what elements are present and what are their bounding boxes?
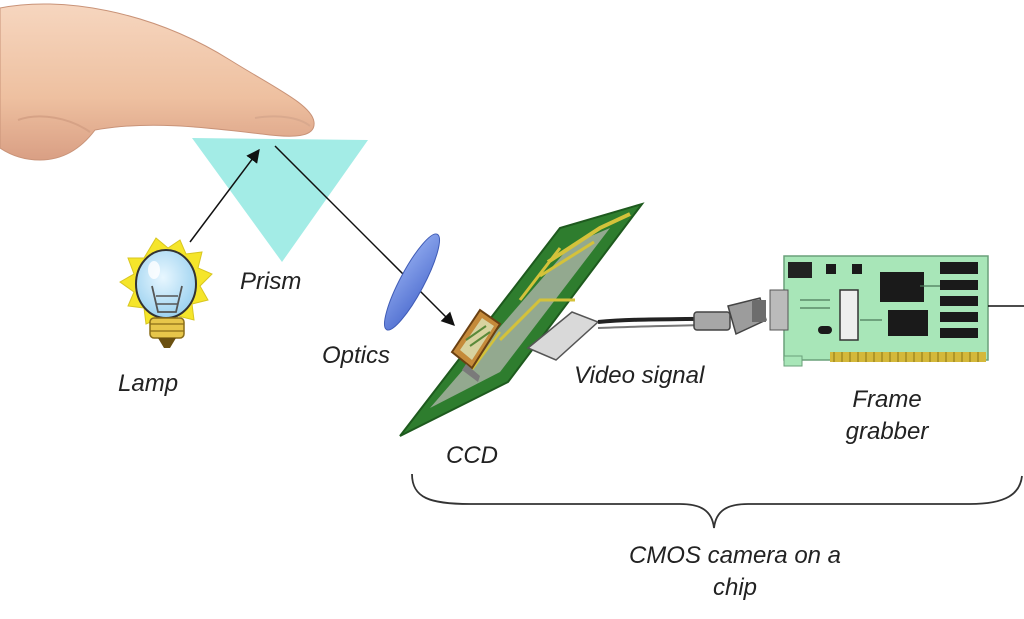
- video-signal-label: Video signal: [574, 362, 705, 389]
- lens-icon: [384, 233, 440, 331]
- ccd-sensor-chip: [450, 308, 502, 382]
- cmos-grouping-brace: [411, 473, 1023, 529]
- light-path: [189, 145, 455, 326]
- lamp-label: Lamp: [118, 370, 179, 397]
- prism-label: Prism: [240, 268, 302, 295]
- optics-label: Optics: [322, 342, 391, 369]
- ccd-label: CCD: [446, 442, 498, 469]
- pointing-finger-icon: [0, 3, 315, 161]
- prism-triangle-icon: [192, 138, 368, 262]
- cmos-label-line2: chip: [712, 574, 758, 601]
- video-cable-icon: [597, 297, 767, 336]
- frame-grabber-label-line1: Frame: [852, 386, 922, 413]
- ccd-circuit-board-icon: [399, 202, 645, 437]
- light-bulb-icon: [119, 237, 213, 348]
- frame-grabber-label-line2: grabber: [845, 418, 929, 445]
- frame-grabber-card-icon: [769, 255, 1024, 367]
- cmos-label-line1: CMOS camera on a: [628, 542, 842, 569]
